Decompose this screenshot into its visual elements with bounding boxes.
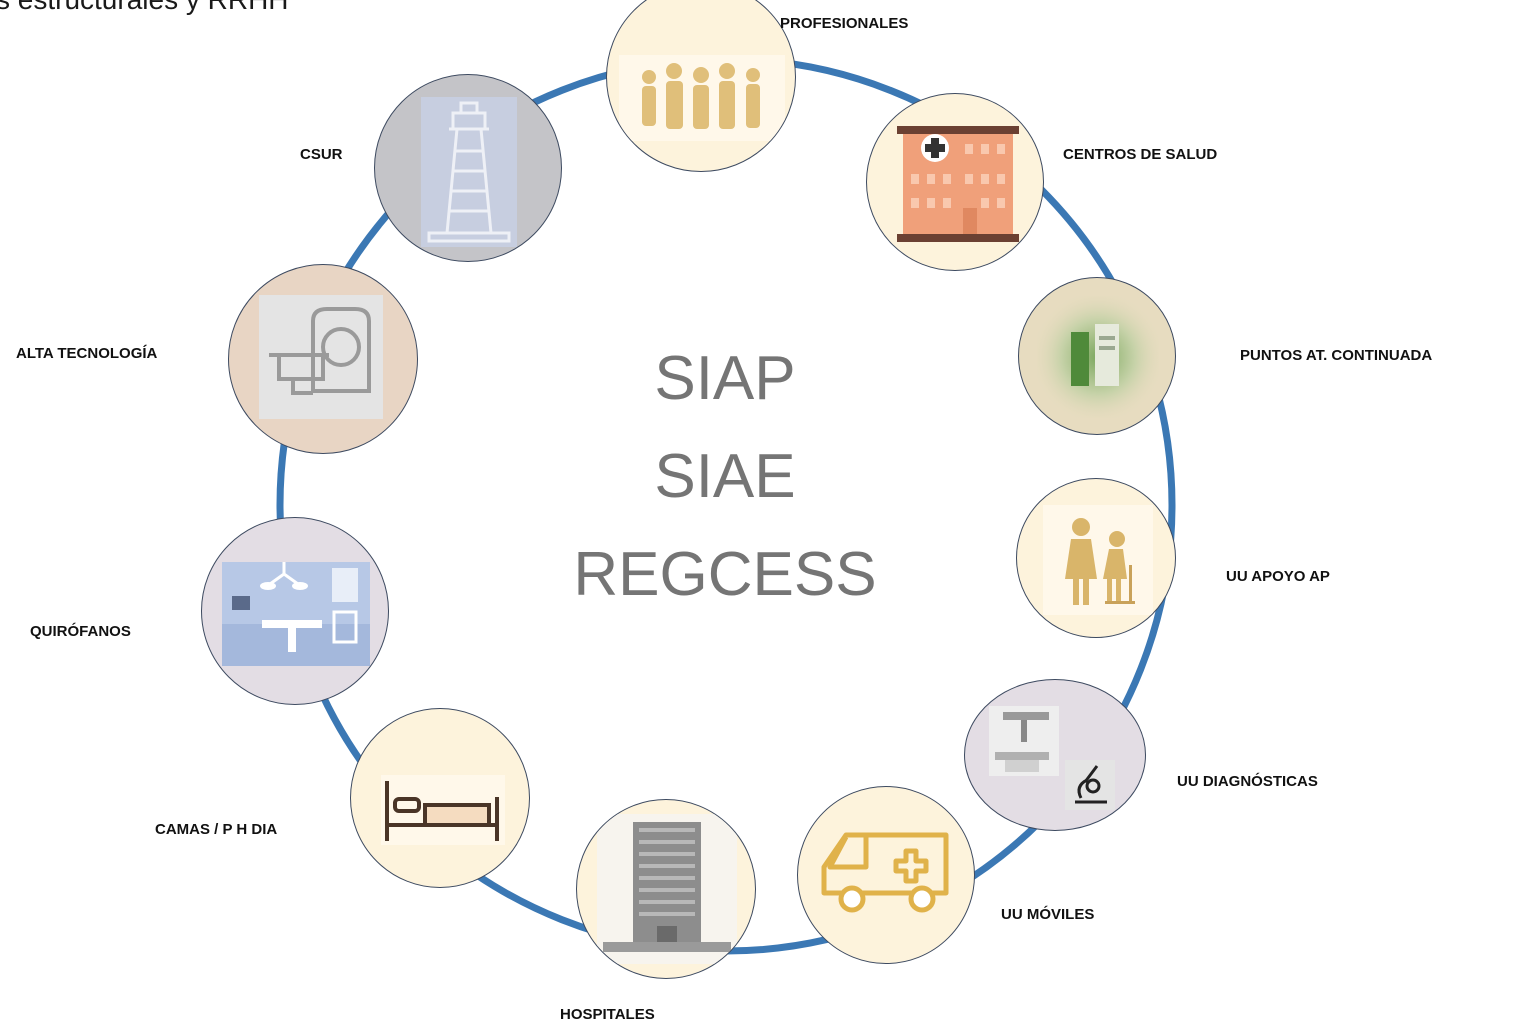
emergency-care-point-photo-icon <box>1037 296 1159 418</box>
node-puntos-at-continuada[interactable] <box>1018 277 1176 435</box>
node-quirofanos[interactable] <box>201 517 389 705</box>
healthcare-professionals-icon <box>619 55 785 141</box>
node-uu-moviles[interactable] <box>797 786 975 964</box>
lighthouse-icon <box>421 97 517 247</box>
label-uu-moviles: UU MÓVILES <box>1001 906 1095 923</box>
center-line-regcess: REGCESS <box>573 540 877 609</box>
operating-room-icon <box>222 562 370 666</box>
ambulance-icon <box>821 832 949 913</box>
hospital-bed-icon <box>381 775 505 845</box>
center-line-siap: SIAP <box>654 344 796 413</box>
caregiver-elderly-icon <box>1043 505 1153 615</box>
node-alta-tecnologia[interactable] <box>228 264 418 454</box>
node-camas[interactable] <box>350 708 530 888</box>
node-csur[interactable] <box>374 74 562 262</box>
node-hospitales[interactable] <box>576 799 756 979</box>
label-alta-tecnologia: ALTA TECNOLOGÍA <box>16 345 158 362</box>
label-hospitales: HOSPITALES <box>560 1006 655 1023</box>
label-uu-diagnosticas: UU DIAGNÓSTICAS <box>1177 773 1318 790</box>
label-camas: CAMAS / P H DIA <box>155 821 278 838</box>
label-profesionales: PROFESIONALES <box>780 15 909 32</box>
page-title: s estructurales y RRHH <box>0 0 289 16</box>
node-profesionales[interactable] <box>606 0 796 172</box>
health-center-building-icon <box>897 126 1019 242</box>
xray-microscope-icon <box>989 706 1115 810</box>
node-uu-diagnosticas[interactable] <box>964 679 1146 831</box>
label-puntos-at-continuada: PUNTOS AT. CONTINUADA <box>1240 347 1433 364</box>
label-uu-apoyo-ap: UU APOYO AP <box>1226 568 1330 585</box>
node-centros-salud[interactable] <box>866 93 1044 271</box>
label-quirofanos: QUIRÓFANOS <box>30 623 131 640</box>
label-centros-salud: CENTROS DE SALUD <box>1063 146 1218 163</box>
ct-scanner-icon <box>259 295 383 419</box>
hospital-building-icon <box>597 814 737 964</box>
center-systems: SIAP SIAE REGCESS <box>560 330 890 624</box>
center-line-siae: SIAE <box>654 442 796 511</box>
node-uu-apoyo-ap[interactable] <box>1016 478 1176 638</box>
label-csur: CSUR <box>300 146 343 163</box>
